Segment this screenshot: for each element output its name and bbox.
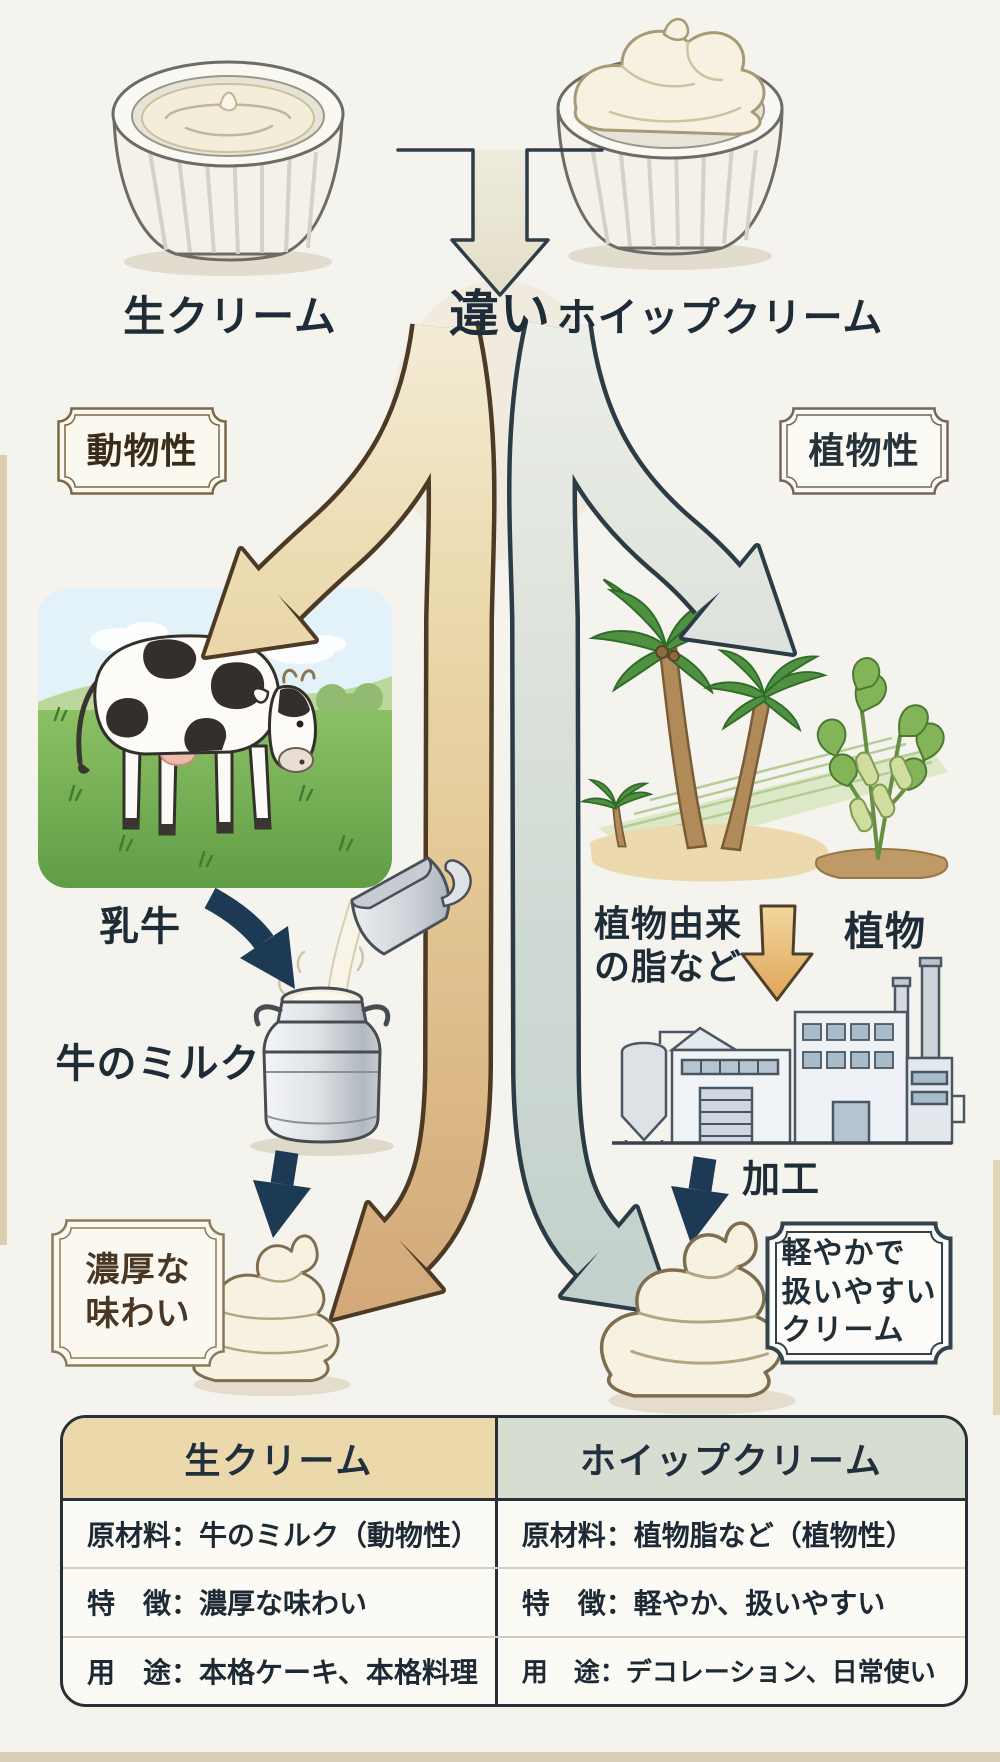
whipped-cream-cup-icon bbox=[556, 18, 784, 270]
soybean-plant-icon bbox=[815, 656, 949, 879]
result-rich-taste-text: 濃厚な 味わい bbox=[86, 1249, 191, 1336]
plant-path-arrow bbox=[507, 320, 797, 1317]
tag-animal-origin: 動物性 bbox=[56, 406, 228, 496]
label-dairy-cow: 乳牛 bbox=[99, 905, 181, 949]
cow-icon bbox=[76, 634, 317, 836]
table-cell-ingredients-whipped: 原材料：植物脂など（植物性） bbox=[521, 1520, 914, 1552]
page-edge-texture bbox=[0, 455, 1000, 1762]
tag-animal-label: 動物性 bbox=[86, 429, 198, 471]
tag-plant-label: 植物性 bbox=[808, 429, 920, 471]
navy-arrow-milk-to-cream-icon bbox=[253, 1150, 311, 1238]
plaque-frame-icon bbox=[765, 1221, 953, 1365]
table-cell-features-fresh: 特 徴：濃厚な味わい bbox=[63, 1569, 498, 1636]
label-cow-milk: 牛のミルク bbox=[55, 1042, 261, 1086]
table-cell-features-whipped: 特 徴：軽やか、扱いやすい bbox=[521, 1588, 886, 1620]
small-palm-icon bbox=[579, 778, 654, 848]
milk-pitcher-icon bbox=[278, 856, 472, 998]
cow-pasture-scene bbox=[38, 588, 392, 888]
label-plant-fat: 植物由来 の脂など bbox=[580, 902, 756, 988]
result-light-line1: 軽やかで bbox=[781, 1237, 906, 1271]
label-fresh-cream: 生クリーム bbox=[123, 293, 337, 340]
table-cell-uses-fresh: 用 途：本格ケーキ、本格料理 bbox=[63, 1637, 498, 1704]
plaque-frame-icon bbox=[51, 1219, 225, 1367]
result-light-line2: 扱いやすい bbox=[781, 1275, 937, 1309]
table-header-fresh-cream: 生クリーム bbox=[63, 1418, 498, 1498]
table-row-features: 特 徴：濃厚な味わい 特 徴：軽やか、扱いやすい bbox=[63, 1567, 965, 1636]
result-light-line3: クリーム bbox=[781, 1314, 905, 1348]
result-light-cream-text: 軽やかで 扱いやすい クリーム bbox=[782, 1235, 937, 1350]
label-plant-fat-line2: の脂など bbox=[593, 946, 742, 988]
difference-down-arrow-icon bbox=[396, 148, 604, 297]
label-processing: 加工 bbox=[742, 1159, 821, 1201]
tan-arrow-plant-to-factory-icon bbox=[740, 904, 814, 1002]
fresh-cream-cup-icon bbox=[111, 60, 345, 276]
navy-arrow-cow-to-milk-icon bbox=[204, 887, 295, 989]
label-whipped-cream: ホイップクリーム bbox=[556, 296, 884, 340]
milk-can-icon bbox=[250, 986, 394, 1156]
plaque-frame-icon bbox=[57, 407, 227, 495]
label-difference: 違い bbox=[449, 286, 551, 342]
result-light-cream: 軽やかで 扱いやすい クリーム bbox=[764, 1220, 954, 1366]
table-row-uses: 用 途：本格ケーキ、本格料理 用 途：デコレーション、日常使い bbox=[63, 1635, 965, 1704]
tag-plant-origin: 植物性 bbox=[778, 406, 950, 496]
table-cell-ingredients-fresh: 原材料：牛のミルク（動物性） bbox=[63, 1501, 498, 1568]
result-rich-line2: 味わい bbox=[85, 1295, 191, 1333]
result-rich-taste: 濃厚な 味わい bbox=[50, 1218, 226, 1368]
result-rich-line1: 濃厚な bbox=[85, 1251, 191, 1290]
table-row-ingredients: 原材料：牛のミルク（動物性） 原材料：植物脂など（植物性） bbox=[63, 1501, 965, 1568]
table-header-whipped-cream: ホイップクリーム bbox=[497, 1418, 965, 1498]
table-cell-uses-whipped: 用 途：デコレーション、日常使い bbox=[521, 1657, 936, 1688]
plaque-frame-icon bbox=[779, 407, 949, 495]
factory-icon bbox=[612, 956, 966, 1145]
label-plant: 植物 bbox=[844, 910, 926, 954]
navy-arrow-factory-to-cream-icon bbox=[671, 1156, 729, 1244]
animal-path-arrow bbox=[201, 320, 497, 1322]
comparison-table: 生クリーム ホイップクリーム 原材料：牛のミルク（動物性） 原材料：植物脂など（… bbox=[60, 1415, 968, 1707]
table-header-row: 生クリーム ホイップクリーム bbox=[63, 1418, 965, 1501]
label-plant-fat-line1: 植物由来 bbox=[593, 903, 742, 944]
palm-tree-icon bbox=[703, 649, 828, 852]
